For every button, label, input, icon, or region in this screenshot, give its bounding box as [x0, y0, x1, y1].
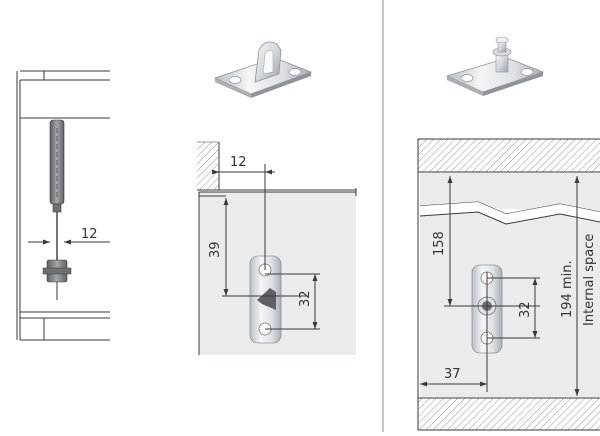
middle-vertical-value: 39 [208, 241, 223, 258]
middle-dimension-lines [199, 164, 320, 330]
right-panel: 158 32 194 min. Internal space 37 [417, 36, 600, 431]
left-offset-value: 12 [81, 227, 98, 242]
top-hatched-board [417, 138, 600, 173]
bottom-hatched-board [417, 397, 600, 431]
cabinet-top-hatched-wall [197, 141, 356, 191]
right-side-offset-value: 37 [444, 367, 461, 382]
internal-space-label: Internal space [582, 234, 597, 326]
min-height-value: 194 min. [560, 260, 575, 318]
middle-hole-spacing-value: 32 [298, 290, 313, 307]
middle-panel: 12 39 32 [197, 41, 357, 355]
middle-top-offset-value: 12 [230, 155, 247, 170]
right-vertical-value: 158 [432, 231, 447, 256]
gas-piston [42, 119, 72, 300]
ball-stud-mounting-plate-icon [445, 36, 545, 96]
left-panel-side-view: 12 [16, 70, 110, 341]
cabinet-frame [16, 70, 110, 341]
fork-mounting-plate-icon [213, 41, 313, 98]
right-dimension-lines [420, 176, 580, 396]
right-hole-spacing-value: 32 [518, 301, 533, 318]
